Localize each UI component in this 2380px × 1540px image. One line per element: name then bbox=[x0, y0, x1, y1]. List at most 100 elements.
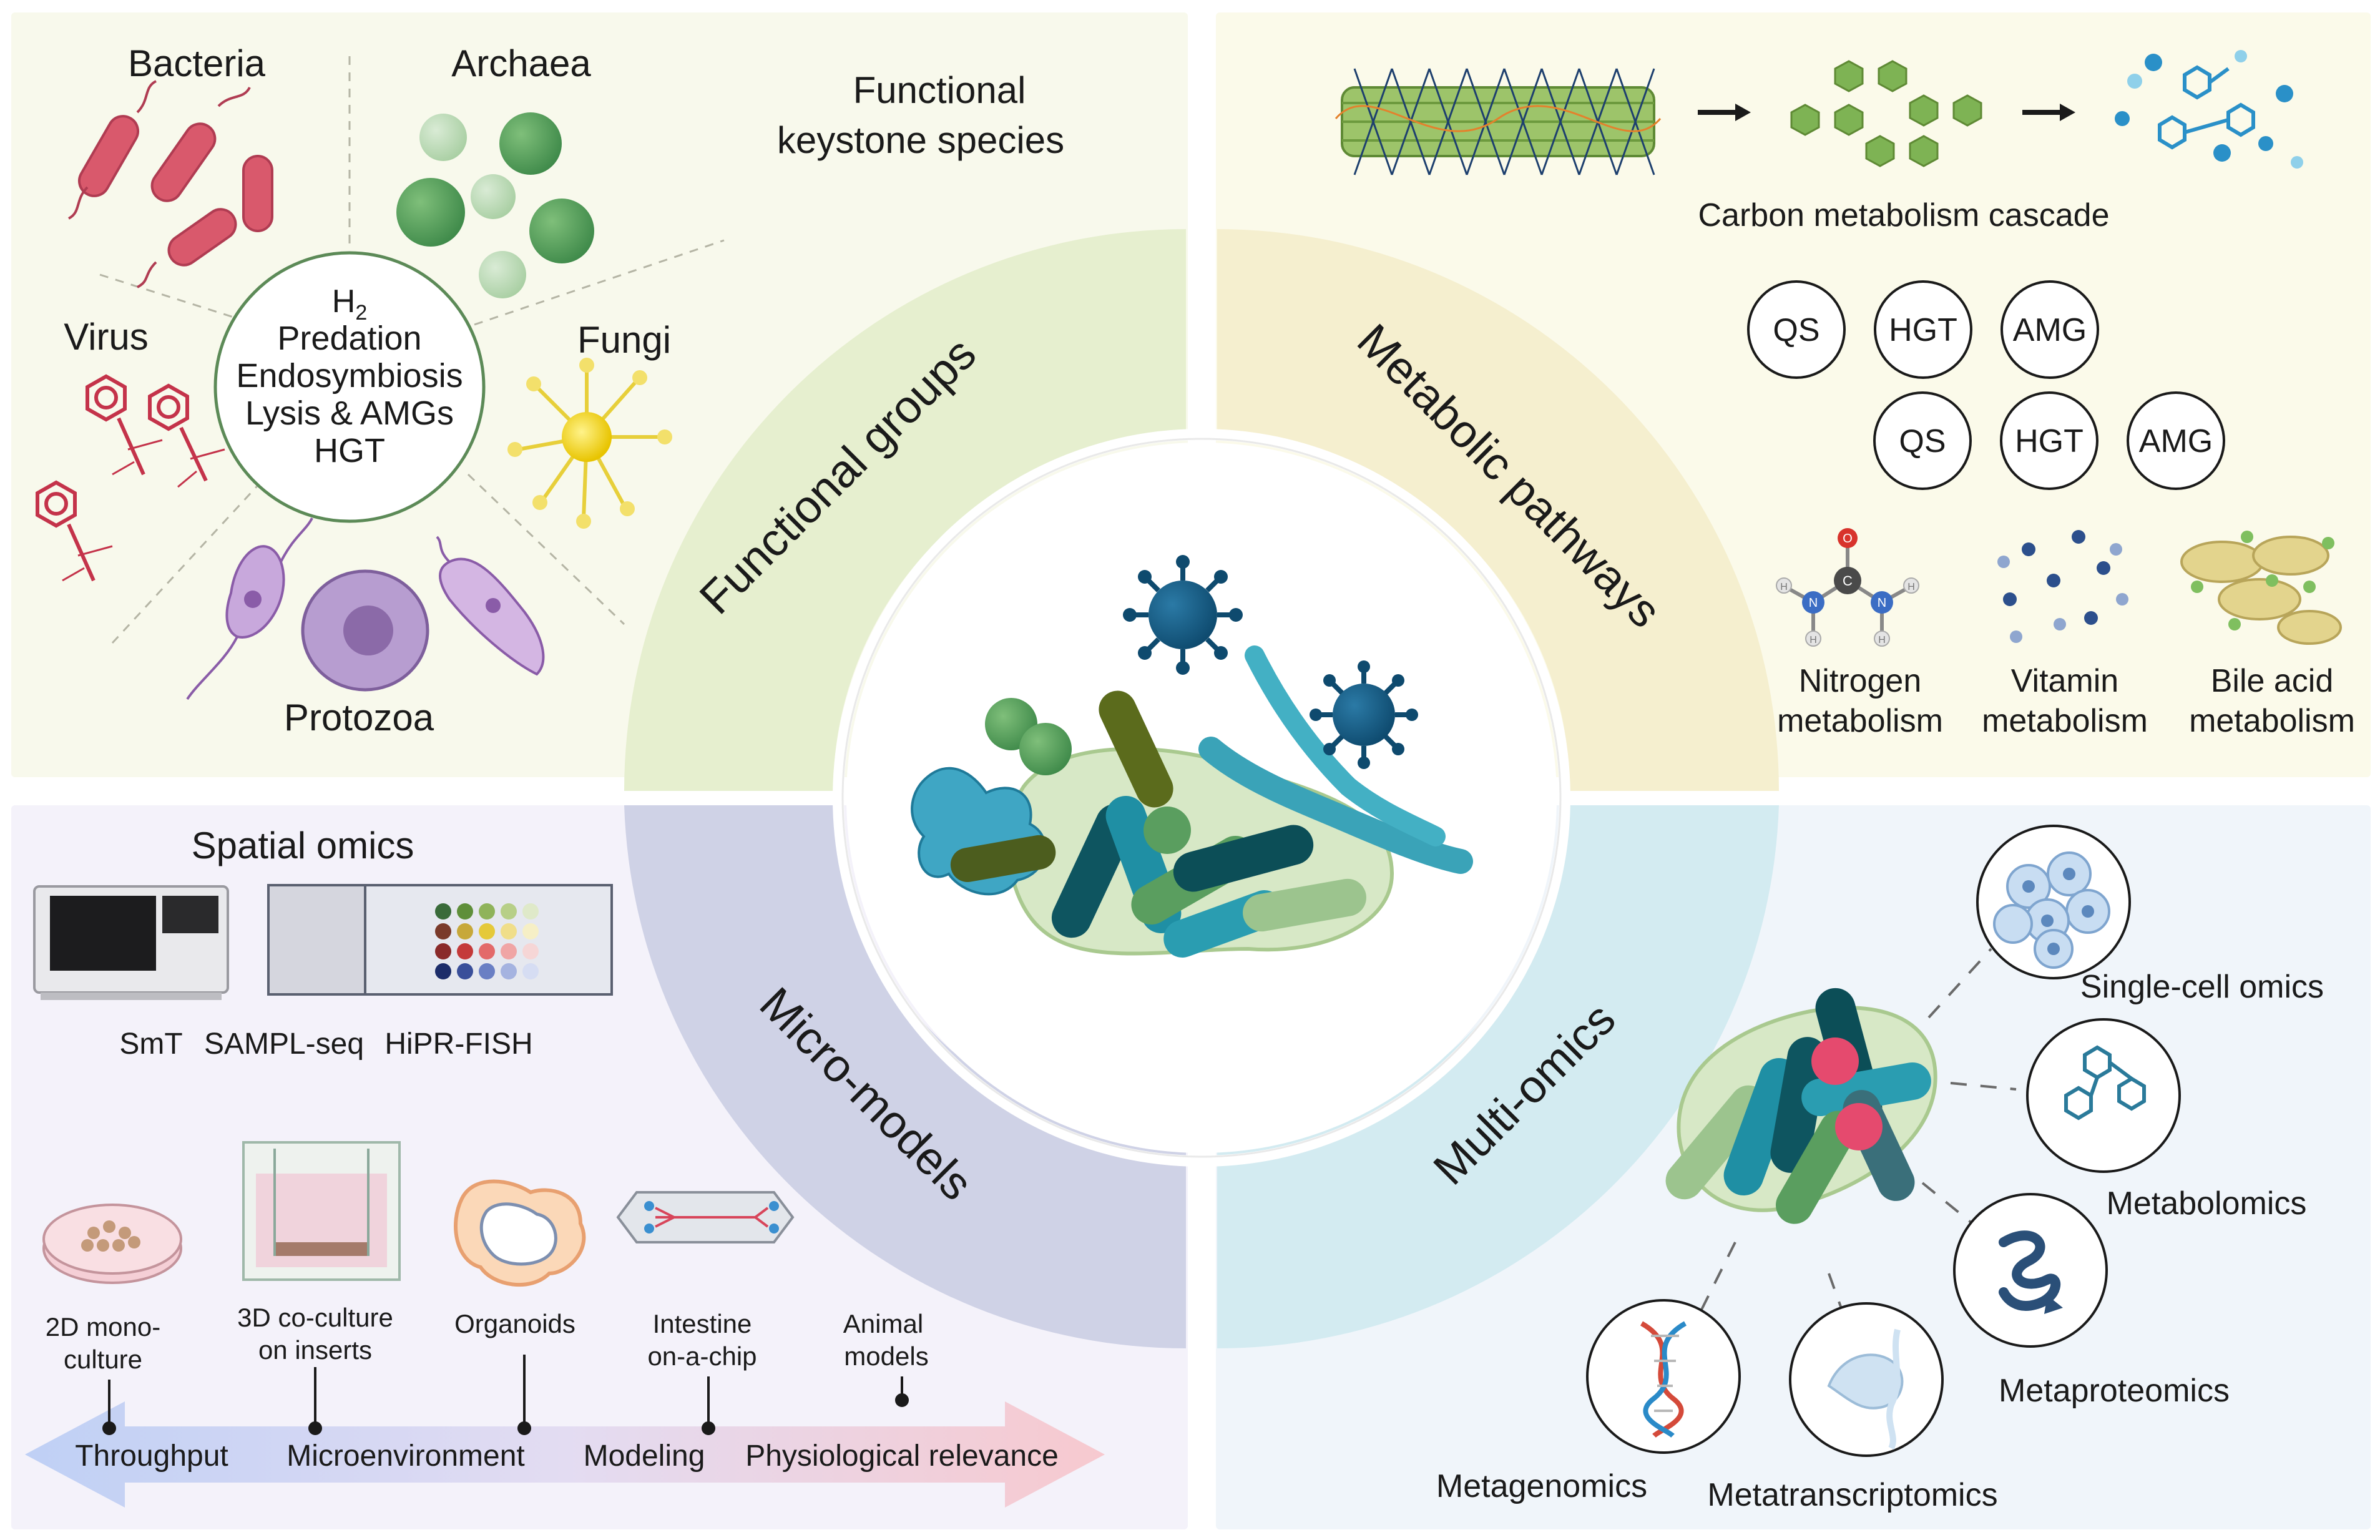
method-smt: SmT bbox=[119, 1027, 182, 1061]
metabolomics-icon bbox=[2026, 1018, 2181, 1173]
mechanism-circle bbox=[1874, 280, 1972, 379]
model-chip-line-2: on-a-chip bbox=[647, 1341, 757, 1371]
svg-text:N: N bbox=[1809, 596, 1818, 610]
functional-groups-panel: Functional keystone species Bacteria Arc… bbox=[36, 42, 1064, 738]
label-single-cell-omics: Single-cell omics bbox=[2080, 969, 2324, 1005]
rna-icon bbox=[1789, 1302, 1944, 1457]
model-organoids: Organoids bbox=[454, 1309, 575, 1338]
metaproteomics-icon bbox=[1953, 1193, 2108, 1348]
bacteria-flagella bbox=[67, 80, 251, 288]
label-metagenomics: Metagenomics bbox=[1436, 1468, 1647, 1504]
pathway-nitrogen-line-1: Nitrogen bbox=[1799, 663, 1922, 699]
bile-acid-icon bbox=[2180, 531, 2342, 645]
pathway-nitrogen-line-2: metabolism bbox=[1777, 703, 1943, 739]
pathway-vitamin-line-1: Vitamin bbox=[2011, 663, 2118, 699]
svg-text:H: H bbox=[1809, 635, 1817, 645]
smt-instrument-icon bbox=[33, 885, 229, 1000]
header-line-2: keystone species bbox=[777, 119, 1064, 161]
svg-text:H: H bbox=[1878, 635, 1886, 645]
green-coccus bbox=[1143, 807, 1191, 854]
olive-rod bbox=[950, 835, 1056, 883]
organoid-icon bbox=[454, 1179, 586, 1287]
label-metatranscriptomics: Metatranscriptomics bbox=[1707, 1477, 1997, 1513]
chip-icon bbox=[616, 1191, 795, 1243]
archaea-icon bbox=[396, 112, 594, 298]
axis-physiological-relevance: Physiological relevance bbox=[745, 1439, 1059, 1473]
method-hipr-fish: HiPR-FISH bbox=[384, 1027, 532, 1061]
ring-segment-micro-models bbox=[624, 805, 1186, 1349]
interaction-endosymbiosis: Endosymbiosis bbox=[236, 357, 463, 395]
urea-molecule-icon: O C N N H H H H bbox=[1776, 528, 1919, 647]
pale-green-rod bbox=[1243, 878, 1366, 932]
filamentous-bacteria bbox=[1198, 737, 1473, 874]
mechanism-label: QS bbox=[1773, 312, 1819, 348]
dna-icon bbox=[1586, 1299, 1741, 1454]
pathway-vitamin-line-2: metabolism bbox=[1982, 703, 2148, 739]
petri-dish-icon bbox=[42, 1204, 182, 1284]
axis-microenvironment: Microenvironment bbox=[286, 1439, 524, 1473]
mechanism-circle bbox=[2000, 280, 2099, 379]
fungi-icon bbox=[507, 358, 672, 529]
model-animal-line-1: Animal bbox=[843, 1309, 923, 1338]
community-icon bbox=[1665, 988, 1937, 1224]
axis-modeling: Modeling bbox=[584, 1439, 705, 1473]
mechanism-label: AMG bbox=[2139, 423, 2213, 459]
cascade-label: Carbon metabolism cascade bbox=[1698, 197, 2110, 233]
oligosaccharide-icon bbox=[1790, 60, 1982, 167]
mechanism-label: HGT bbox=[1889, 312, 1957, 348]
fish-slide-icon bbox=[267, 884, 613, 996]
phage-icon bbox=[36, 374, 208, 582]
central-microbiome-illustration bbox=[911, 555, 1473, 958]
protozoa-icon bbox=[186, 517, 545, 700]
pathway-bile-line-2: metabolism bbox=[2189, 703, 2355, 739]
svg-text:N: N bbox=[1878, 596, 1886, 610]
inner-disc-edge bbox=[846, 443, 1557, 1153]
pathway-bile-line-1: Bile acid bbox=[2211, 663, 2334, 699]
model-3d-line-1: 3D co-culture bbox=[237, 1303, 393, 1332]
method-sampl-seq: SAMPL-seq bbox=[204, 1027, 364, 1061]
olive-rod bbox=[1099, 690, 1173, 808]
ring-segment-functional-groups bbox=[624, 229, 1186, 791]
virus-icon bbox=[1123, 555, 1243, 675]
label-fungi: Fungi bbox=[577, 319, 671, 361]
mechanism-circle bbox=[2127, 391, 2225, 490]
interactions-circle bbox=[213, 251, 486, 523]
filamentous-bacteria bbox=[1245, 645, 1446, 846]
svg-text:O: O bbox=[1843, 532, 1853, 546]
model-pins bbox=[102, 1355, 909, 1435]
model-2d-line-2: culture bbox=[64, 1345, 142, 1374]
insert-icon bbox=[242, 1141, 401, 1281]
interaction-hgt: HGT bbox=[314, 432, 385, 469]
label-metaproteomics: Metaproteomics bbox=[1999, 1373, 2230, 1409]
svg-text:C: C bbox=[1843, 573, 1853, 589]
micro-models-panel: Spatial omics SmT SAMPL-seq HiPR-FISH bbox=[25, 825, 1105, 1508]
bacteria-icon bbox=[78, 115, 273, 267]
label-protozoa: Protozoa bbox=[284, 697, 434, 738]
plant-fiber-icon bbox=[1334, 68, 1662, 175]
mechanism-circle bbox=[2000, 391, 2098, 490]
phage-tail-fibers bbox=[62, 439, 225, 582]
label-metabolomics: Metabolomics bbox=[2107, 1185, 2307, 1222]
vitamin-molecules-icon bbox=[1997, 530, 2128, 643]
innermost-circle bbox=[841, 438, 1562, 1158]
mechanism-label: HGT bbox=[2015, 423, 2084, 459]
model-chip-line-1: Intestine bbox=[653, 1309, 752, 1338]
metabolite-molecules-icon bbox=[2115, 50, 2303, 169]
label-bacteria: Bacteria bbox=[128, 42, 266, 84]
interaction-lysis: Lysis & AMGs bbox=[245, 395, 454, 432]
single-cell-icon bbox=[1976, 825, 2131, 979]
central-ring bbox=[624, 229, 1779, 1349]
model-animal-line-2: models bbox=[844, 1341, 928, 1371]
interaction-h2: H2 bbox=[332, 283, 367, 325]
axis-throughput: Throughput bbox=[75, 1439, 228, 1473]
model-2d-line-1: 2D mono- bbox=[46, 1312, 160, 1341]
model-spectrum-arrow bbox=[25, 1401, 1105, 1508]
mechanism-circle bbox=[1747, 280, 1846, 379]
svg-text:H: H bbox=[1907, 582, 1915, 592]
ring-segment-multi-omics bbox=[1217, 805, 1779, 1349]
interaction-predation: Predation bbox=[277, 320, 421, 357]
ring-segment-metabolic-pathways bbox=[1217, 229, 1779, 791]
